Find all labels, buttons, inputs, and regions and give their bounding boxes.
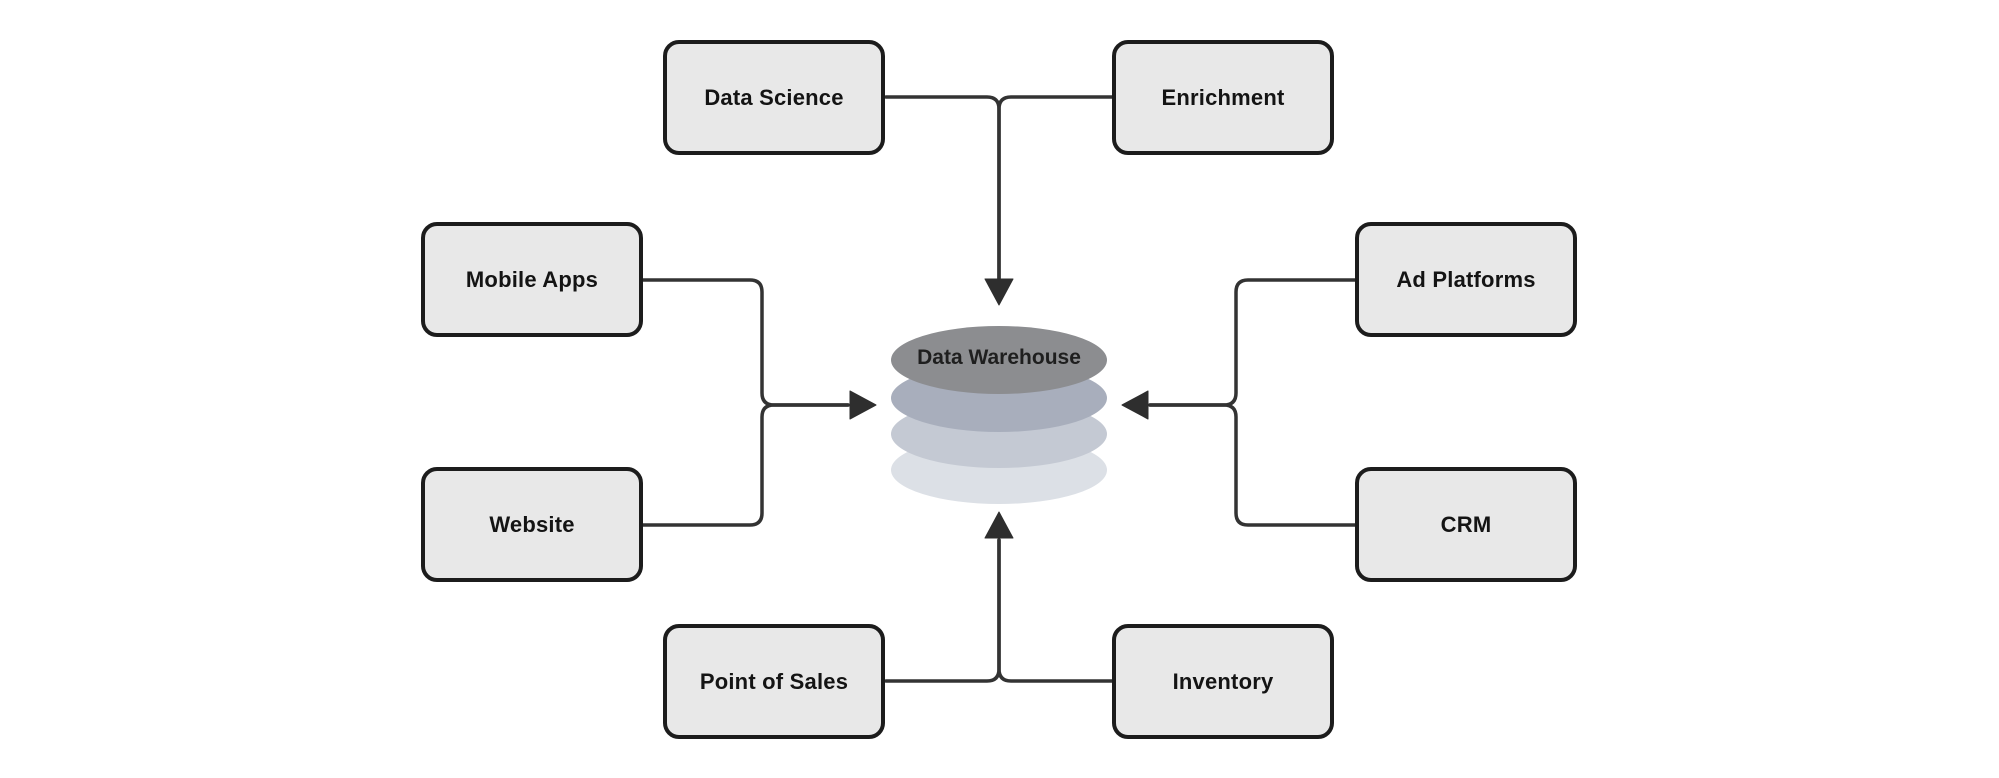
edge-point-of-sales xyxy=(884,538,1001,683)
node-data-science: Data Science xyxy=(663,40,885,155)
node-ad-platforms: Ad Platforms xyxy=(1355,222,1577,337)
data-warehouse-label: Data Warehouse xyxy=(917,346,1081,369)
edge-mobile-apps xyxy=(641,278,850,407)
node-inventory: Inventory xyxy=(1112,624,1334,739)
connector-bottom-group xyxy=(884,511,1114,683)
node-mobile-apps: Mobile Apps xyxy=(421,222,643,337)
node-label: Mobile Apps xyxy=(465,266,599,292)
edge-crm xyxy=(1148,403,1357,527)
node-label: Enrichment xyxy=(1161,84,1285,110)
cylinder-top xyxy=(891,326,1107,394)
arrowhead-right-icon xyxy=(849,390,877,420)
node-enrichment: Enrichment xyxy=(1112,40,1334,155)
node-label: Inventory xyxy=(1172,668,1274,694)
edge-enrichment xyxy=(997,95,1114,283)
connector-top-group xyxy=(884,95,1114,306)
node-label: Data Science xyxy=(704,84,844,110)
arrowhead-up-icon xyxy=(984,511,1014,539)
edge-inventory xyxy=(997,538,1114,683)
node-label: Point of Sales xyxy=(699,668,849,694)
node-point-of-sales: Point of Sales xyxy=(663,624,885,739)
edge-website xyxy=(641,403,850,527)
database-cylinder-icon xyxy=(891,326,1107,504)
edge-ad-platforms xyxy=(1148,278,1357,407)
connector-right-group xyxy=(1121,278,1357,527)
arrowhead-left-icon xyxy=(1121,390,1149,420)
node-label: Ad Platforms xyxy=(1396,266,1536,292)
node-label: CRM xyxy=(1440,511,1492,537)
connector-left-group xyxy=(641,278,877,527)
node-website: Website xyxy=(421,467,643,582)
arrowhead-down-icon xyxy=(984,278,1014,306)
node-crm: CRM xyxy=(1355,467,1577,582)
edge-data-science xyxy=(884,95,1001,283)
node-label: Website xyxy=(489,511,575,537)
